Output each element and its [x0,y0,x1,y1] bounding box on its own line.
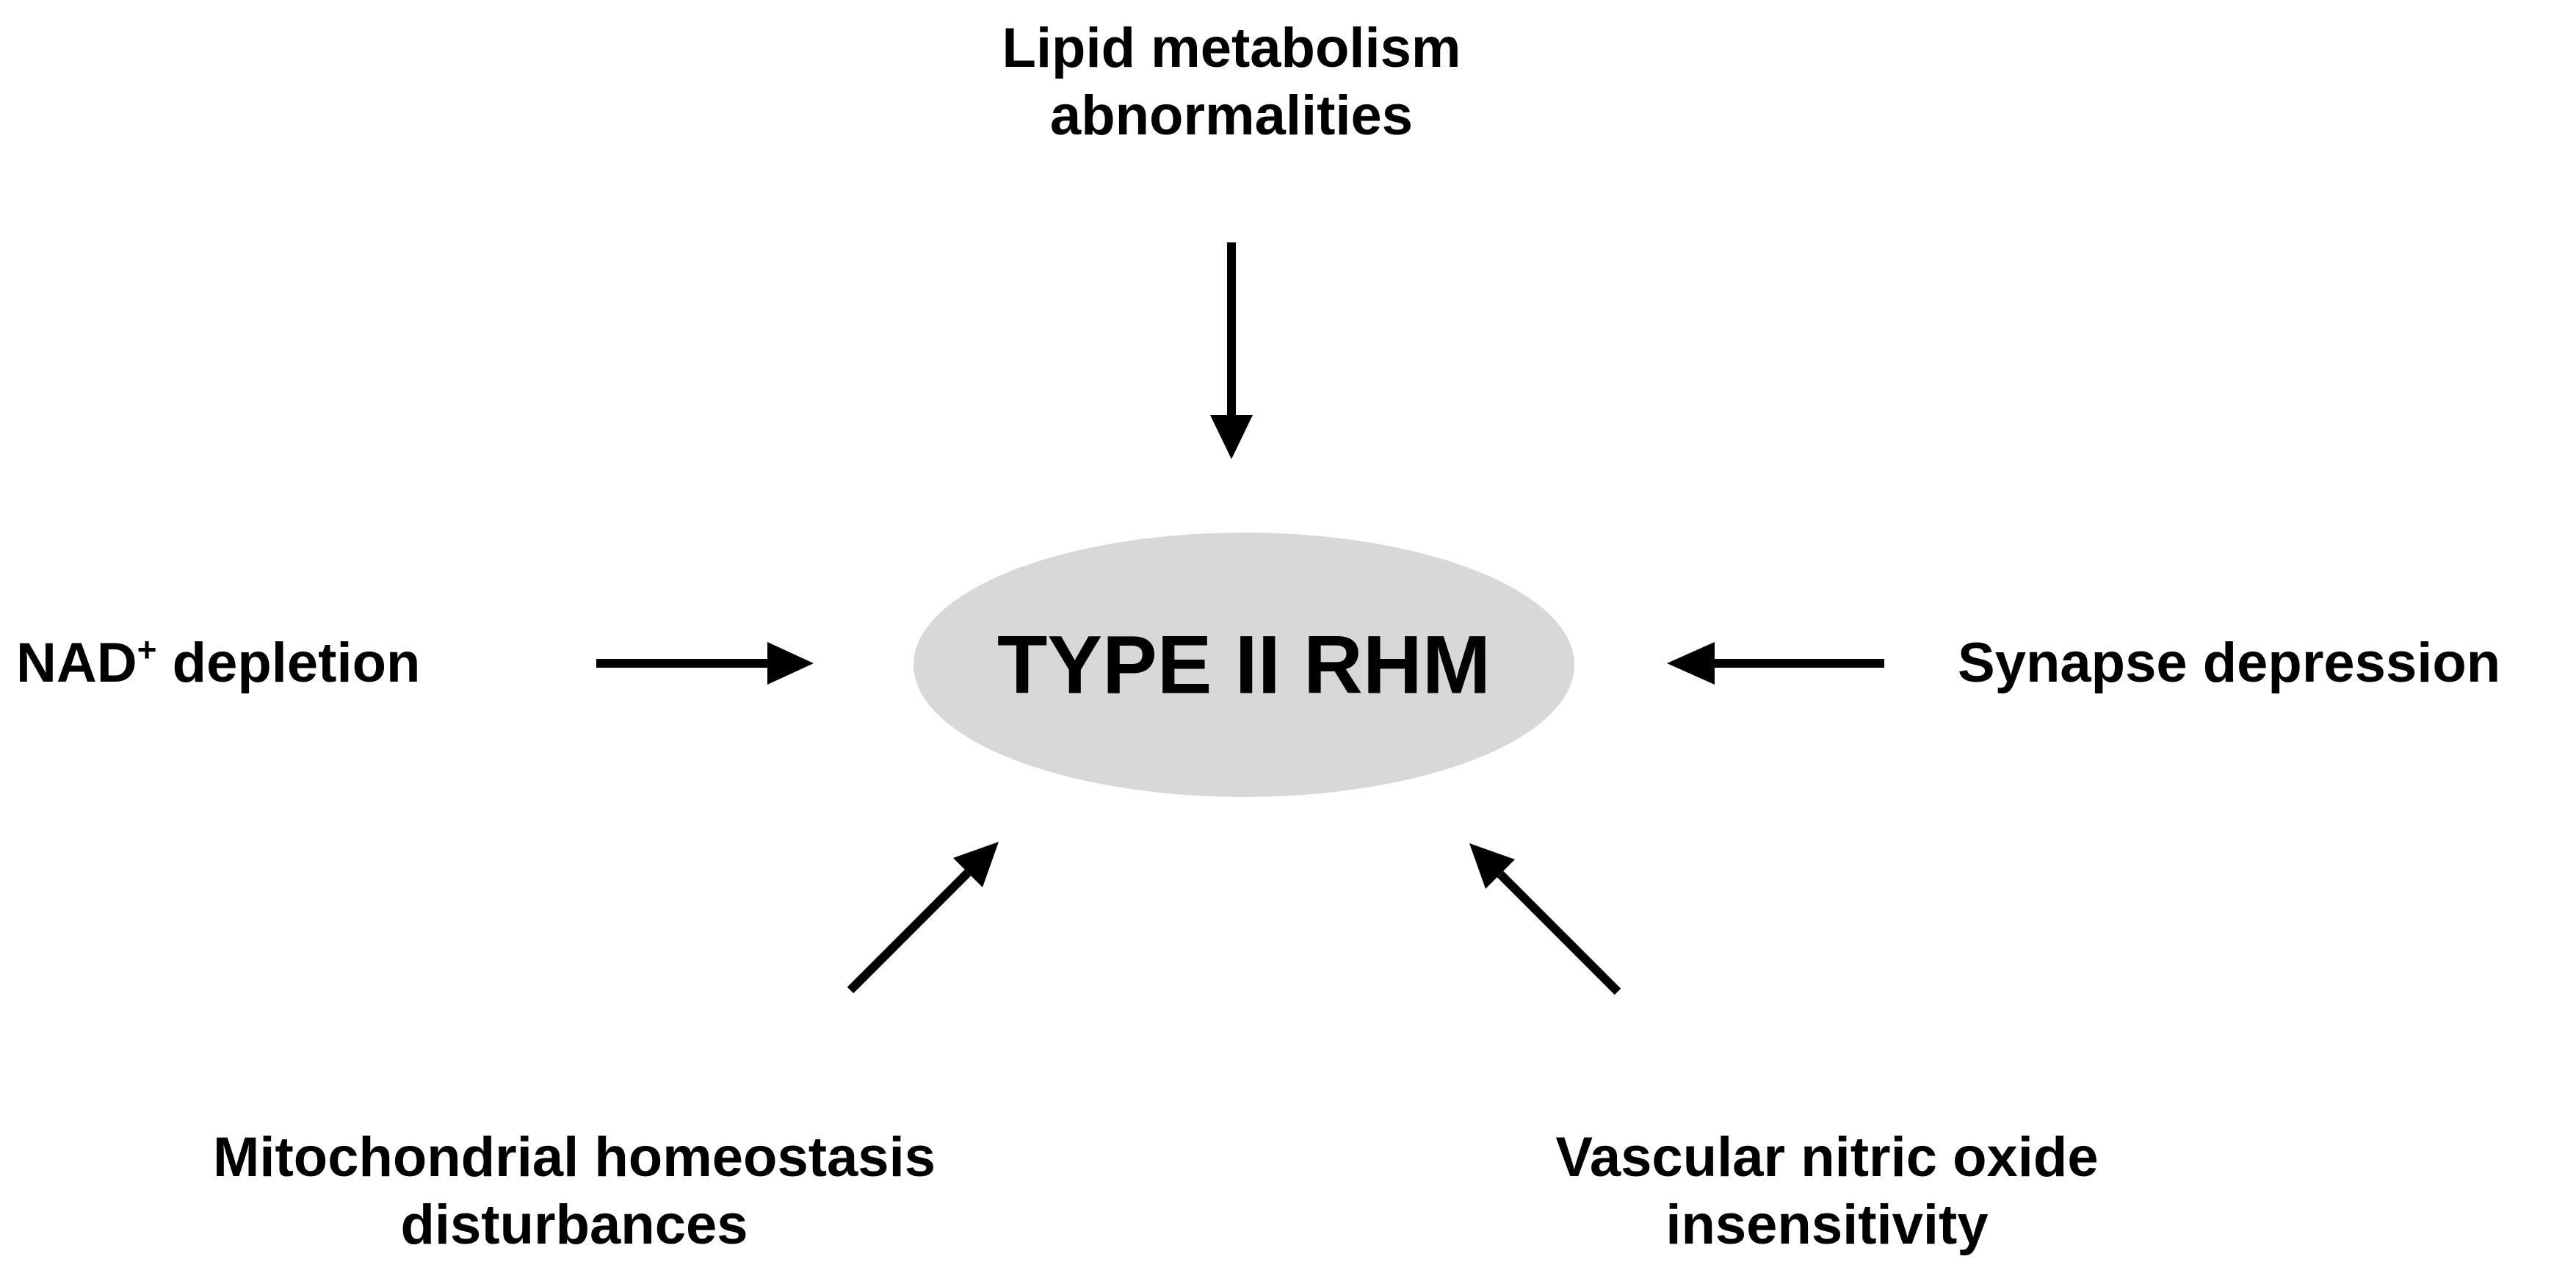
factor-vascular-nitric-oxide: Vascular nitric oxide insensitivity [1555,1124,2098,1259]
factor-synapse-depression: Synapse depression [1958,630,2500,697]
arrow-left [596,642,814,685]
factor-mito-line2: disturbances [400,1194,748,1256]
factor-lipid-metabolism: Lipid metabolism abnormalities [1002,15,1461,150]
arrow-top [1210,242,1253,459]
factor-nad-main: NAD [16,632,137,694]
factor-vascular-line1: Vascular nitric oxide [1555,1126,2099,1189]
factor-nad-depletion: NAD+ depletion [16,630,420,697]
center-node-label: TYPE II RHM [996,618,1491,711]
center-ellipse [913,533,1574,797]
factor-nad-rest: depletion [156,632,421,694]
factor-synapse-label: Synapse depression [1958,632,2501,694]
arrow-bottom-right [1469,843,1621,995]
factor-nad-superscript: + [137,630,157,668]
factor-mito-line1: Mitochondrial homeostasis [213,1126,936,1189]
factor-lipid-line2: abnormalities [1049,84,1414,147]
factor-mitochondrial-homeostasis: Mitochondrial homeostasis disturbances [213,1124,936,1259]
factor-vascular-line2: insensitivity [1665,1194,1989,1256]
arrow-right [1667,642,1884,685]
arrow-bottom-left [847,842,999,994]
factor-lipid-line1: Lipid metabolism [1002,17,1461,79]
